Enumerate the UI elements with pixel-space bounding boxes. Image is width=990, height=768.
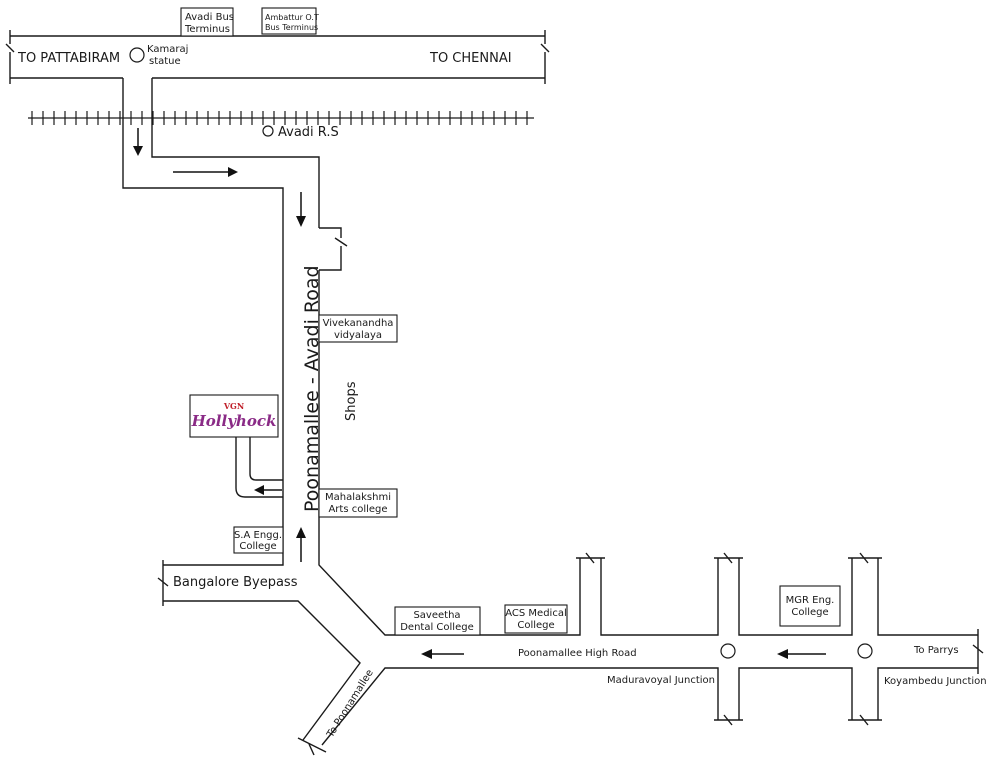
mgr-line2: College [791,607,828,618]
arrow-down-icon [133,128,143,156]
kamaraj-line1: Kamaraj [147,44,188,55]
mgr-eng-box [779,585,841,627]
logo-brand: VGN [223,401,244,411]
sa-engg-line2: College [239,541,276,552]
saveetha-box [394,606,481,636]
connector-roads [122,78,984,756]
mgr-line1: MGR Eng. [786,595,835,606]
kamaraj-statue-marker [129,47,145,63]
maduravoyal-label: Maduravoyal Junction [607,675,715,686]
to-parrys-label: To Parrys [913,645,959,656]
arrow-left-icon [777,649,826,659]
arrow-left-icon [421,649,464,659]
saveetha-line1: Saveetha [413,610,460,621]
mahalakshmi-line2: Arts college [328,504,387,515]
pm-high-road-label: Poonamallee High Road [518,648,637,659]
koyambedu-label: Koyambedu Junction [884,676,987,687]
avadi-rs-label: Avadi R.S [278,125,339,140]
mahalakshmi-box [318,488,398,518]
ambattur-ot-line1: Ambattur O.T [265,13,319,22]
arrow-up-icon [296,527,306,562]
vivekanandha-line1: Vivekanandha [323,318,394,329]
to-pattabiram-label: TO PATTABIRAM [17,51,120,66]
arrow-right-icon [173,167,238,177]
avadi-rs-marker [262,125,274,137]
arrow-left-icon [254,485,282,495]
hollyhock-logo: VGN Hollyhock [189,394,279,438]
koyambedu-roundabout [857,643,873,659]
avadi-bus-terminus-box [180,7,234,37]
direction-arrows [133,128,826,659]
arrow-down-icon [296,192,306,227]
saveetha-line2: Dental College [400,622,474,633]
vivekanandha-box [318,314,398,343]
avadi-bus-line2: Terminus [184,24,230,35]
avadi-bus-line1: Avadi Bus [185,12,234,23]
acs-line2: College [517,620,554,631]
to-poonamallee-label: To Poonamallee [325,668,376,741]
sa-engg-line1: S.A Engg. [234,530,282,541]
ambattur-ot-box [261,7,317,35]
vivekanandha-line2: vidyalaya [334,330,382,341]
logo-name: Hollyhock [191,412,277,430]
railway-track [28,111,534,125]
sa-engg-box [233,526,284,554]
to-chennai-label: TO CHENNAI [429,51,512,66]
hollyhock-access-road [235,437,283,498]
bangalore-byepass-label: Bangalore Byepass [173,575,298,590]
kamaraj-line2: statue [149,56,181,67]
main-road-label: Poonamallee - Avadi Road [301,265,323,512]
acs-line1: ACS Medical [505,608,566,619]
ambattur-ot-line2: Bus Terminus [265,23,318,32]
acs-medical-box [504,604,568,634]
mahalakshmi-line1: Mahalakshmi [325,492,391,503]
top-highway [5,30,550,84]
maduravoyal-roundabout [720,643,736,659]
shops-label: Shops [344,381,359,421]
